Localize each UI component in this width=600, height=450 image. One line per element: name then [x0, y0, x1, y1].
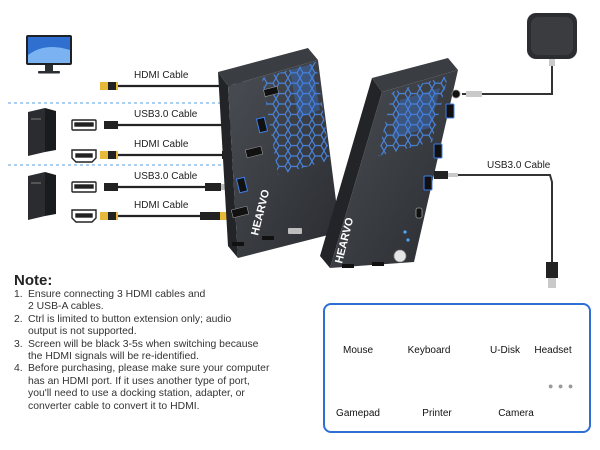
- note-item: 4. Before purchasing, please make sure yo…: [14, 363, 314, 413]
- note-item-line: output is not supported.: [28, 326, 137, 338]
- hdmi-port-icon: [71, 149, 97, 163]
- note-item-number: 2.: [14, 313, 23, 325]
- usb-port-icon: [71, 119, 97, 131]
- hdmi-cable-label: HDMI Cable: [134, 139, 189, 150]
- device-label-u-disk: U-Disk: [490, 345, 520, 356]
- note-item-line: you'll need to use a docking station, ad…: [28, 388, 245, 400]
- note-item: 2. Ctrl is limited to button extension on…: [14, 314, 314, 339]
- usb-plug-icon: [205, 183, 221, 191]
- note-item-line: Ctrl is limited to button extension only…: [28, 313, 232, 325]
- hdmi-port-icon: [71, 209, 97, 223]
- note-item-line: converter cable to convert it to HDMI.: [28, 400, 200, 412]
- device-label-mouse: Mouse: [342, 345, 374, 356]
- hdmi-plug-icon: [200, 212, 220, 220]
- usb-plug-icon: [546, 262, 558, 278]
- device-label-keyboard: Keyboard: [407, 345, 451, 356]
- button-extender-icon: [527, 13, 577, 59]
- monitor-icon: [26, 35, 72, 74]
- note-item-line: 2 USB-A cables.: [28, 301, 104, 313]
- note-item-number: 4.: [14, 363, 23, 375]
- note-item-line: Screen will be black 3-5s when switching…: [28, 338, 259, 350]
- kvm-switch-main: [218, 48, 340, 258]
- note-title: Note:: [14, 272, 53, 289]
- device-label-headset: Headset: [534, 345, 572, 356]
- device-label-gamepad: Gamepad: [336, 408, 380, 419]
- hdmi-cable-label: HDMI Cable: [134, 200, 189, 211]
- computer-tower-icon: [28, 108, 56, 156]
- usb-devices-panel: [323, 303, 591, 433]
- hdmi-cable-label: HDMI Cable: [134, 70, 189, 81]
- note-item: 3. Screen will be black 3-5s when switchi…: [14, 339, 314, 364]
- note-item-number: 3.: [14, 338, 23, 350]
- note-item-line: the HDMI signals will be re-identified.: [28, 351, 199, 363]
- switch-button-icon: [393, 249, 407, 263]
- device-label-camera: Camera: [498, 408, 534, 419]
- note-item-line: Before purchasing, please make sure your…: [28, 363, 270, 375]
- more-devices-indicator: ● ● ●: [548, 381, 575, 391]
- device-label-printer: Printer: [422, 408, 452, 419]
- usb-port-icon: [71, 181, 97, 193]
- note-item-line: has an HDMI port. If it uses another typ…: [28, 375, 250, 387]
- usb-cable-label: USB3.0 Cable: [134, 109, 198, 120]
- computer-tower-icon: [28, 172, 56, 220]
- usb-hub-cable-label: USB3.0 Cable: [487, 160, 551, 171]
- usb-cable-label: USB3.0 Cable: [134, 171, 198, 182]
- note-item-line: Ensure connecting 3 HDMI cables and: [28, 289, 206, 300]
- note-item-number: 1.: [14, 289, 23, 300]
- usb-plug-icon: [104, 121, 118, 129]
- kvm-switch-remote: [320, 58, 461, 268]
- usb-plug-icon: [104, 183, 118, 191]
